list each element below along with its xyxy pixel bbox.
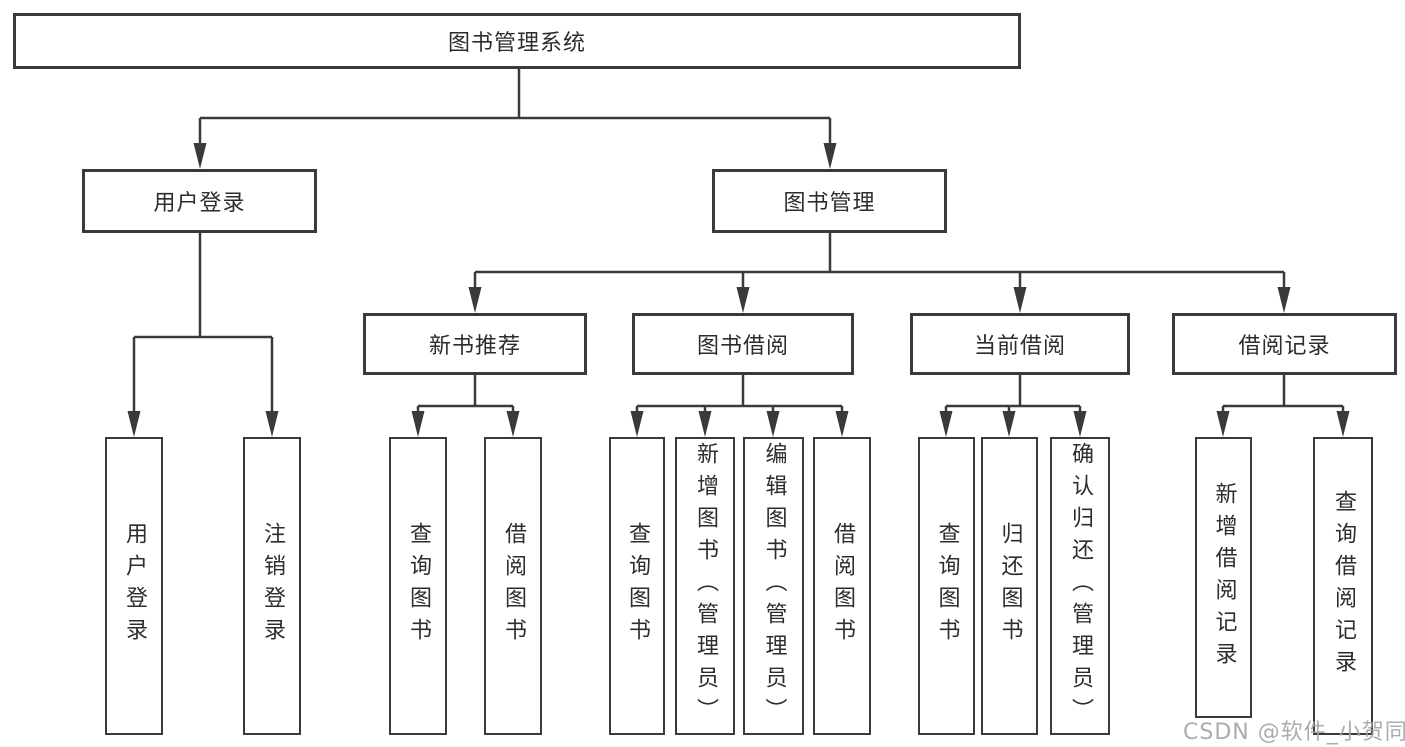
node-root: 图书管理系统 <box>13 13 1021 69</box>
node-book-management: 图书管理 <box>712 169 947 233</box>
edge-book-borrow-to-children <box>630 375 849 437</box>
leaf-query-books-rec: 查询图书 <box>389 437 447 735</box>
leaf-edit-books: 编辑图书（管理员） <box>743 437 804 735</box>
leaf-add-borrow-record-label: 新增借阅记录 <box>1211 481 1237 674</box>
leaf-user-login: 用户登录 <box>105 437 163 735</box>
node-current-borrow: 当前借阅 <box>910 313 1130 375</box>
leaf-query-borrow-record-label: 查询借阅记录 <box>1331 490 1356 682</box>
edge-user-login-to-children <box>127 233 279 437</box>
edge-new-book-rec-to-children <box>411 375 520 437</box>
leaf-return-books: 归还图书 <box>981 437 1038 735</box>
arrowhead-icon <box>1002 411 1016 437</box>
edge-current-borrow-to-children <box>939 375 1087 437</box>
node-current-borrow-label: 当前借阅 <box>973 334 1066 359</box>
arrowhead-icon <box>1216 411 1230 437</box>
leaf-borrow-books-borrow-label: 借阅图书 <box>830 522 855 650</box>
arrowhead-icon <box>127 411 141 437</box>
leaf-query-books-current: 查询图书 <box>918 437 975 735</box>
edge-book-management-to-level3 <box>468 233 1291 313</box>
arrowhead-icon <box>766 411 780 437</box>
leaf-query-books-current-label: 查询图书 <box>934 522 960 650</box>
leaf-query-books-rec-label: 查询图书 <box>406 522 431 650</box>
arrowhead-icon <box>630 411 644 437</box>
node-root-label: 图书管理系统 <box>447 31 586 56</box>
node-new-book-rec-label: 新书推荐 <box>428 334 521 359</box>
leaf-add-borrow-record: 新增借阅记录 <box>1195 437 1252 718</box>
arrowhead-icon <box>939 411 953 437</box>
leaf-borrow-books-rec: 借阅图书 <box>484 437 542 735</box>
node-book-management-label: 图书管理 <box>783 191 876 216</box>
leaf-borrow-books-borrow: 借阅图书 <box>813 437 871 735</box>
arrowhead-icon <box>1277 287 1291 313</box>
arrowhead-icon <box>698 411 712 437</box>
leaf-edit-books-label: 编辑图书（管理员） <box>761 442 787 730</box>
node-user-login-label: 用户登录 <box>153 191 246 216</box>
leaf-user-login-label: 用户登录 <box>122 522 147 650</box>
node-user-login: 用户登录 <box>82 169 317 233</box>
leaf-confirm-return-label: 确认归还（管理员） <box>1068 442 1093 730</box>
leaf-return-books-label: 归还图书 <box>997 522 1023 650</box>
arrowhead-icon <box>1336 411 1350 437</box>
leaf-add-books-label: 新增图书（管理员） <box>693 442 718 730</box>
leaf-query-books-borrow-label: 查询图书 <box>625 522 650 650</box>
edge-borrow-records-to-children <box>1216 375 1350 437</box>
leaf-query-borrow-record: 查询借阅记录 <box>1313 437 1373 735</box>
leaf-add-books: 新增图书（管理员） <box>675 437 735 735</box>
arrowhead-icon <box>193 143 207 169</box>
arrowhead-icon <box>736 287 750 313</box>
arrowhead-icon <box>835 411 849 437</box>
node-book-borrow-label: 图书借阅 <box>696 334 789 359</box>
arrowhead-icon <box>823 143 837 169</box>
arrowhead-icon <box>1073 411 1087 437</box>
arrowhead-icon <box>506 411 520 437</box>
node-new-book-rec: 新书推荐 <box>363 313 587 375</box>
arrowhead-icon <box>265 411 279 437</box>
arrowhead-icon <box>468 287 482 313</box>
arrowhead-icon <box>1013 287 1027 313</box>
leaf-borrow-books-rec-label: 借阅图书 <box>501 522 526 650</box>
leaf-logout-label: 注销登录 <box>260 522 285 650</box>
edge-root-to-level2 <box>193 69 837 169</box>
watermark: CSDN @软件_小贺同学 <box>1183 720 1405 745</box>
arrowhead-icon <box>411 411 425 437</box>
node-book-borrow: 图书借阅 <box>632 313 854 375</box>
node-borrow-records-label: 借阅记录 <box>1238 334 1331 359</box>
leaf-logout: 注销登录 <box>243 437 301 735</box>
leaf-confirm-return: 确认归还（管理员） <box>1050 437 1110 735</box>
node-borrow-records: 借阅记录 <box>1172 313 1397 375</box>
leaf-query-books-borrow: 查询图书 <box>609 437 665 735</box>
